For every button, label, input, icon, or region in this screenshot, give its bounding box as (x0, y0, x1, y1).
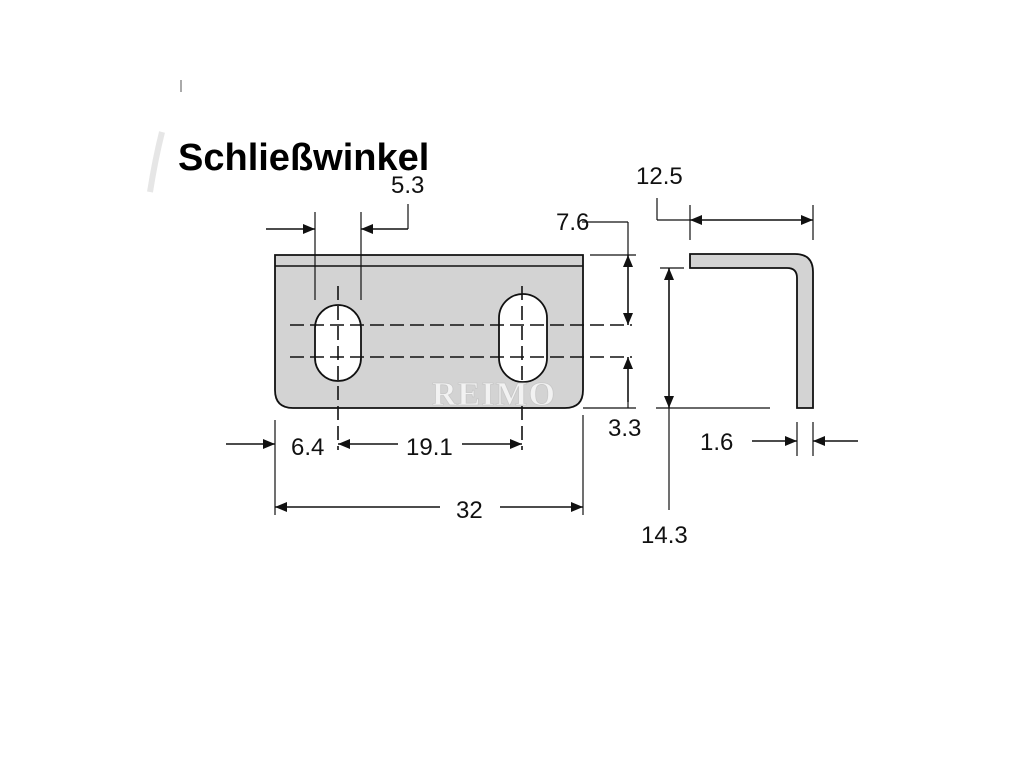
dim-label-1-6: 1.6 (700, 429, 733, 456)
dim-label-5-3: 5.3 (391, 172, 424, 199)
dim-label-12-5: 12.5 (636, 163, 683, 190)
dim-label-14-3: 14.3 (641, 522, 688, 549)
dim-slot-width: 5.3 (266, 172, 424, 300)
watermark: REIMO (432, 376, 556, 413)
scan-artifacts (147, 80, 182, 193)
dim-label-19-1: 19.1 (406, 434, 453, 461)
dim-bend-depth: 12.5 (636, 163, 814, 240)
dim-top-offset: 7.6 (556, 209, 636, 325)
center-lines (290, 286, 632, 450)
dim-label-32: 32 (456, 497, 483, 524)
dim-bottom-offset: 3.3 (583, 357, 641, 442)
bracket-side-view (689, 253, 814, 409)
dim-label-3-3: 3.3 (608, 415, 641, 442)
dim-label-7-6: 7.6 (556, 209, 589, 236)
dim-thickness: 1.6 (700, 422, 858, 456)
dim-label-6-4: 6.4 (291, 434, 324, 461)
dim-total-length: 32 (275, 415, 584, 524)
dim-total-height: 14.3 (641, 267, 770, 549)
slot-right (498, 293, 548, 383)
drawing-title: Schließwinkel (178, 137, 429, 179)
dim-slot-positions: 6.4 19.1 (226, 420, 522, 515)
slot-left (314, 304, 362, 382)
